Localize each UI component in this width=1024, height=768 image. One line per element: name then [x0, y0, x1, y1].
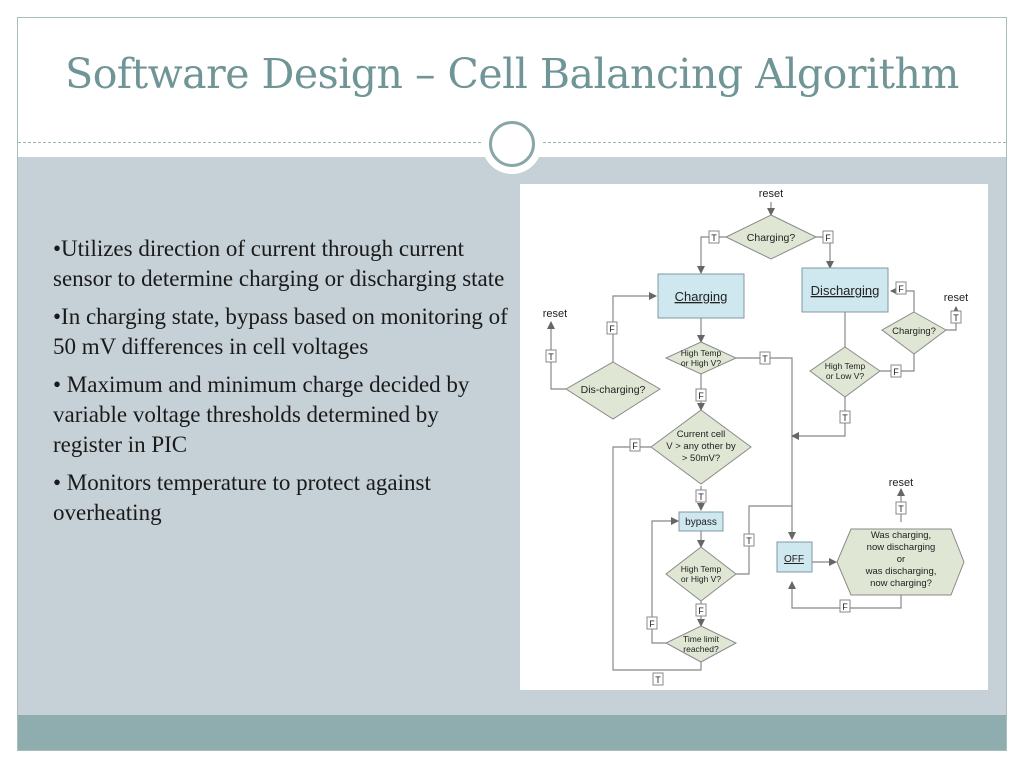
decision-label: High Temp: [825, 361, 866, 371]
branch-label: F: [632, 441, 638, 451]
charging-decision: [724, 214, 818, 260]
dis-charging-decision: [565, 361, 661, 420]
ornament-ring: [489, 121, 535, 167]
bullet-item: •Utilizes direction of current through c…: [53, 236, 505, 291]
decision-label: High Temp: [681, 348, 722, 358]
decision-label: or High V?: [681, 574, 721, 584]
decision-label: V > any other by: [666, 441, 736, 452]
branch-tag: [895, 501, 907, 515]
decision-label: Charging?: [892, 326, 936, 337]
bullet-item: •In charging state, bypass based on moni…: [53, 304, 508, 359]
flowchart-diagram: reset reset reset reset Charging? Chargi…: [543, 188, 968, 686]
decision-label: High Temp: [681, 564, 722, 574]
charging-check-decision: [881, 311, 947, 355]
process-label: OFF: [784, 554, 804, 565]
branch-tag: [839, 410, 851, 424]
decision-label: now discharging: [867, 542, 936, 553]
footer-bar: [18, 715, 1006, 750]
branch-tag: [839, 599, 851, 613]
branch-tag: [629, 438, 641, 452]
branch-label: F: [698, 606, 704, 616]
branch-label: T: [655, 675, 661, 685]
branch-label: T: [698, 492, 704, 502]
reset-label: reset: [889, 477, 913, 489]
decision-label: Charging?: [747, 232, 796, 244]
decision-label: Was charging,: [871, 530, 931, 541]
decision-label: or High V?: [681, 358, 721, 368]
decision-label: Current cell: [677, 429, 726, 440]
branch-label: F: [898, 284, 904, 294]
bypass-process: [678, 511, 724, 532]
branch-label: F: [825, 233, 831, 243]
branch-label: F: [842, 602, 848, 612]
branch-label: T: [711, 233, 717, 243]
reset-label: reset: [944, 292, 968, 304]
bullet-item: • Maximum and minimum charge decided by …: [53, 372, 470, 457]
slide-title: Software Design – Cell Balancing Algorit…: [65, 50, 959, 98]
high-temp-decision: [664, 341, 738, 375]
branch-tag: [708, 230, 720, 244]
branch-label: T: [762, 354, 768, 364]
discharging-process: [801, 267, 889, 313]
bullet-item: • Monitors temperature to protect agains…: [53, 470, 431, 525]
branch-tag: [695, 603, 707, 617]
process-label: Charging: [675, 289, 728, 304]
branch-tag: [822, 230, 834, 244]
current-cell-decision: [650, 409, 752, 485]
branch-labels: T F F T F T T F F T F T T T F F F T: [545, 230, 962, 686]
bullet-list: •Utilizes direction of current through c…: [53, 234, 511, 536]
branch-label: F: [649, 619, 655, 629]
connectors: [547, 202, 960, 671]
off-process: [776, 541, 813, 573]
branch-tag: [652, 672, 664, 686]
branch-tag: [759, 351, 771, 365]
time-limit-decision: [664, 625, 738, 663]
branch-label: T: [842, 413, 848, 423]
decision-label: or Low V?: [826, 371, 865, 381]
branch-tag: [695, 489, 707, 503]
process-label: bypass: [685, 517, 717, 528]
decision-label: or: [897, 554, 905, 565]
branch-tag: [545, 349, 557, 363]
decision-label: Time limit: [683, 634, 720, 644]
decision-label: > 50mV?: [682, 453, 720, 464]
decision-label: was discharging,: [865, 566, 937, 577]
decision-label: now charging?: [870, 578, 932, 589]
branch-label: T: [898, 504, 904, 514]
branch-tag: [895, 281, 907, 295]
reset-label: reset: [543, 308, 567, 320]
branch-tag: [743, 533, 755, 547]
branch-tag: [606, 321, 618, 335]
branch-label: T: [746, 536, 752, 546]
decision-label: Dis-charging?: [581, 384, 646, 396]
flowchart-panel: reset reset reset reset Charging? Chargi…: [520, 184, 988, 690]
branch-label: F: [698, 391, 704, 401]
high-temp-decision-2: [665, 546, 737, 602]
decision-label: reached?: [683, 644, 719, 654]
branch-label: T: [548, 352, 554, 362]
branch-label: F: [893, 367, 899, 377]
branch-tag: [890, 364, 902, 378]
charging-process: [657, 273, 745, 319]
branch-label: F: [609, 324, 615, 334]
reset-label: reset: [759, 188, 783, 200]
process-label: Discharging: [811, 283, 880, 298]
branch-label: T: [953, 313, 959, 323]
branch-tag: [695, 388, 707, 402]
high-temp-low-v-decision: [809, 346, 881, 398]
direction-change-decision: [836, 528, 965, 596]
branch-tag: [646, 616, 658, 630]
branch-tag: [950, 310, 962, 324]
